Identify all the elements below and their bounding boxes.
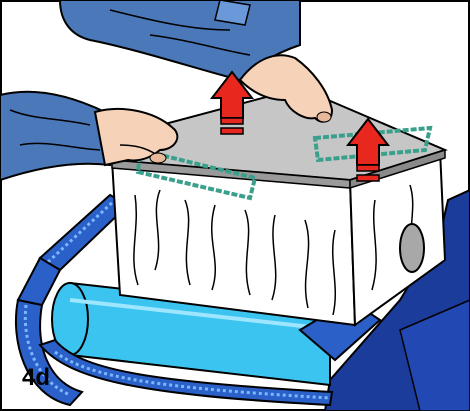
right-arm (58, 0, 334, 123)
lift-arrow-icon-left (209, 70, 255, 135)
left-arm (0, 90, 179, 182)
lift-arrow-icon-right (345, 117, 391, 182)
filter-bag (110, 148, 447, 327)
track-belt-left (14, 193, 130, 407)
step-label: 4d (22, 364, 51, 391)
